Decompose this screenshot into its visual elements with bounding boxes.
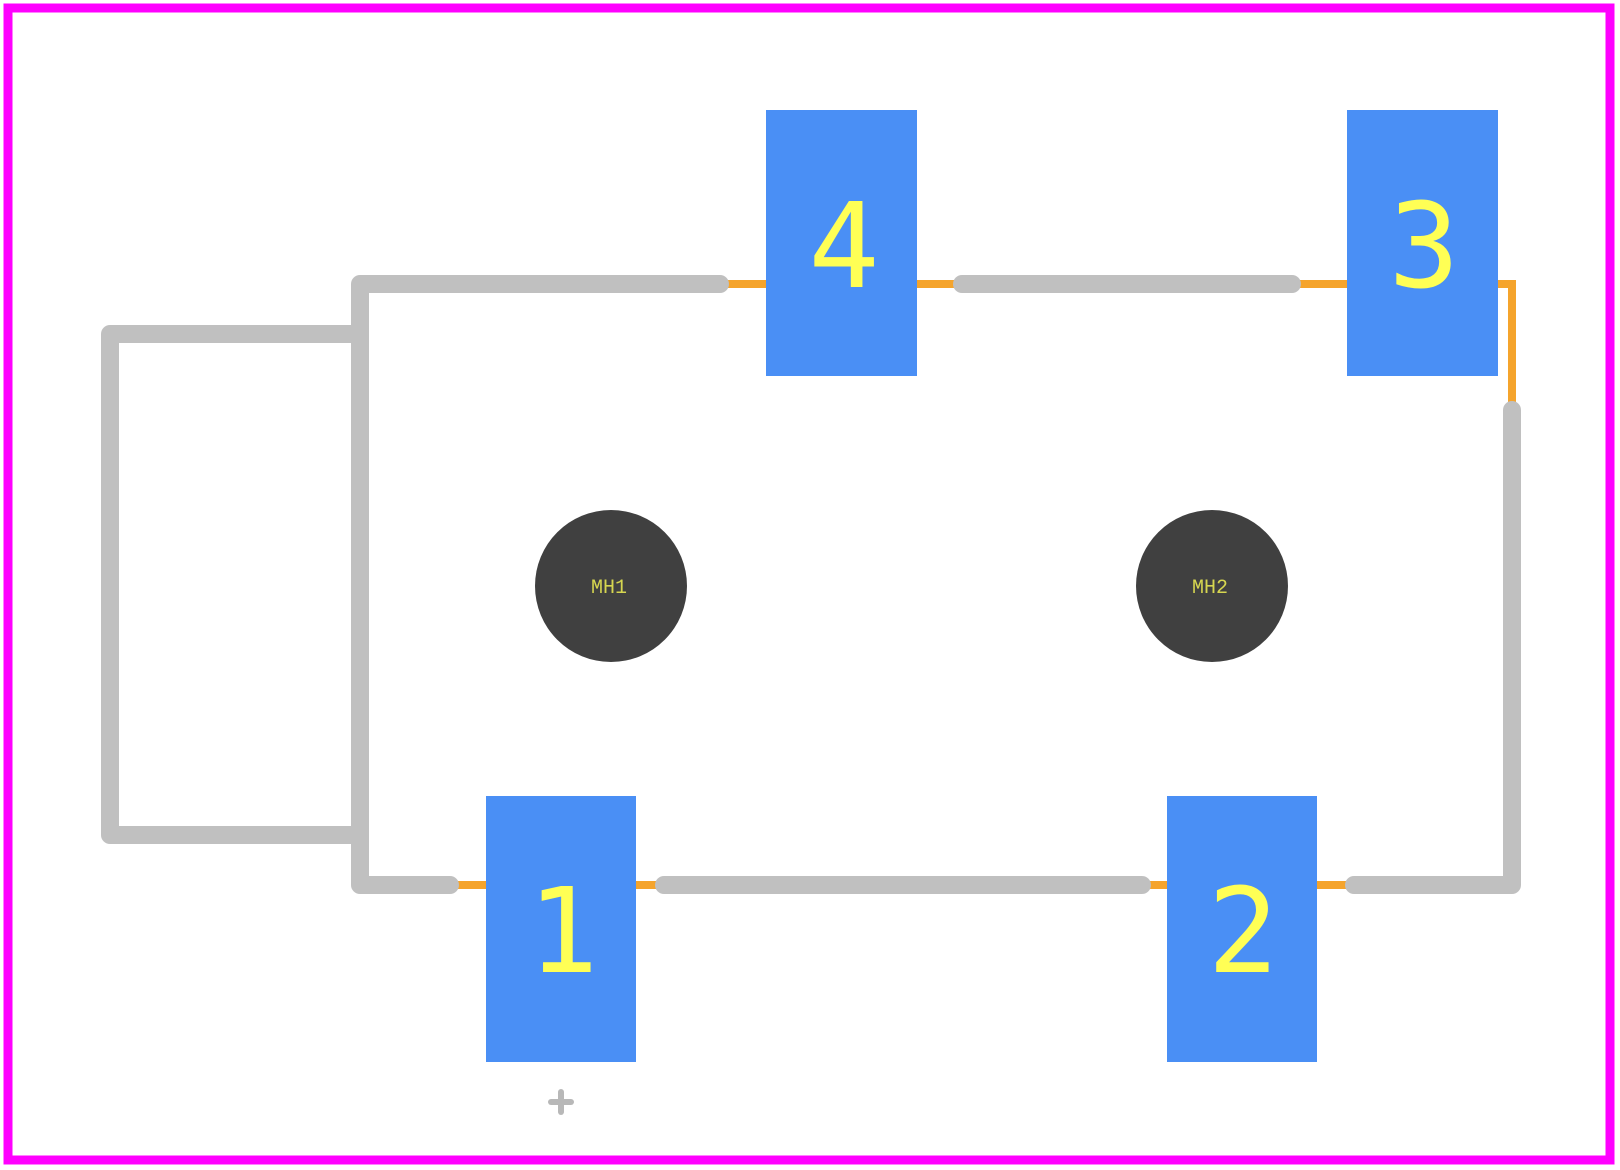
silkscreen-outline (101, 275, 1521, 894)
mh2-label: MH2 (1192, 577, 1228, 600)
pad-4[interactable]: 4 (766, 110, 917, 376)
mh1-drill (535, 510, 687, 662)
pad-4-copper (766, 110, 917, 376)
pad-3-label: 3 (1388, 177, 1459, 315)
trace-pad3-right (1498, 280, 1516, 410)
mh2-drill (1136, 510, 1288, 662)
pad-2[interactable]: 2 (1167, 796, 1317, 1062)
pad-4-label: 4 (808, 177, 879, 315)
pad-2-copper (1167, 796, 1317, 1062)
pad-1-copper (486, 796, 636, 1062)
silk-body-outline (351, 275, 729, 894)
pad-1[interactable]: 1 (486, 796, 636, 1062)
mounting-hole-mh2[interactable]: MH2 (1136, 510, 1288, 662)
silk-tab-outline (101, 325, 369, 844)
mh1-label: MH1 (591, 577, 627, 600)
board-outline (3, 3, 1615, 1165)
pad-3[interactable]: 3 (1347, 110, 1498, 376)
mounting-hole-mh1[interactable]: MH1 (535, 510, 687, 662)
pad-3-copper (1347, 110, 1498, 376)
silk-right-outline (1345, 401, 1521, 894)
origin-marker-icon (548, 1089, 574, 1115)
pad-2-label: 2 (1207, 862, 1278, 1000)
pad-1-label: 1 (527, 862, 598, 1000)
lead-traces (455, 280, 1516, 889)
